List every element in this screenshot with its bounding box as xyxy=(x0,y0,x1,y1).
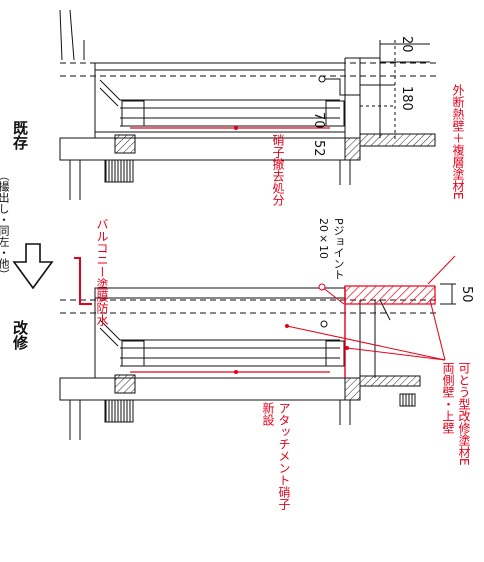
dim-70: 70 xyxy=(311,112,326,129)
label-before-note: （撮出し・同左・他） xyxy=(0,170,10,280)
label-attach-1: アタッチメント硝子 xyxy=(277,402,291,510)
label-attach-2: 新設 xyxy=(261,402,275,426)
dim-50: 50 xyxy=(459,286,474,303)
label-after: 改修 xyxy=(11,320,29,350)
label-recoat-2: 両側壁・上壁 xyxy=(441,362,455,434)
existing-section xyxy=(59,9,440,200)
dim-180: 180 xyxy=(399,86,414,111)
label-glass-removal: 硝子撤去処分 xyxy=(271,134,285,206)
balcony-waterproof-line xyxy=(74,257,92,305)
label-sealant-2: 20×10 xyxy=(317,218,330,259)
label-balcony: バルコニー塗膜防水 xyxy=(95,218,109,326)
label-sealant-1: Pジョイント xyxy=(332,218,345,280)
dim-20: 20 xyxy=(399,36,414,53)
new-exterior-layer xyxy=(344,285,436,305)
label-exterior-wall: 外断熱壁＋複層塗材E xyxy=(451,84,465,200)
dim-52: 52 xyxy=(311,140,326,157)
label-recoat-1: 可とう型改修塗材E xyxy=(457,362,471,466)
label-before: 既存 xyxy=(11,120,29,150)
renovated-section xyxy=(59,283,456,440)
down-outline-arrow-icon xyxy=(12,243,54,290)
